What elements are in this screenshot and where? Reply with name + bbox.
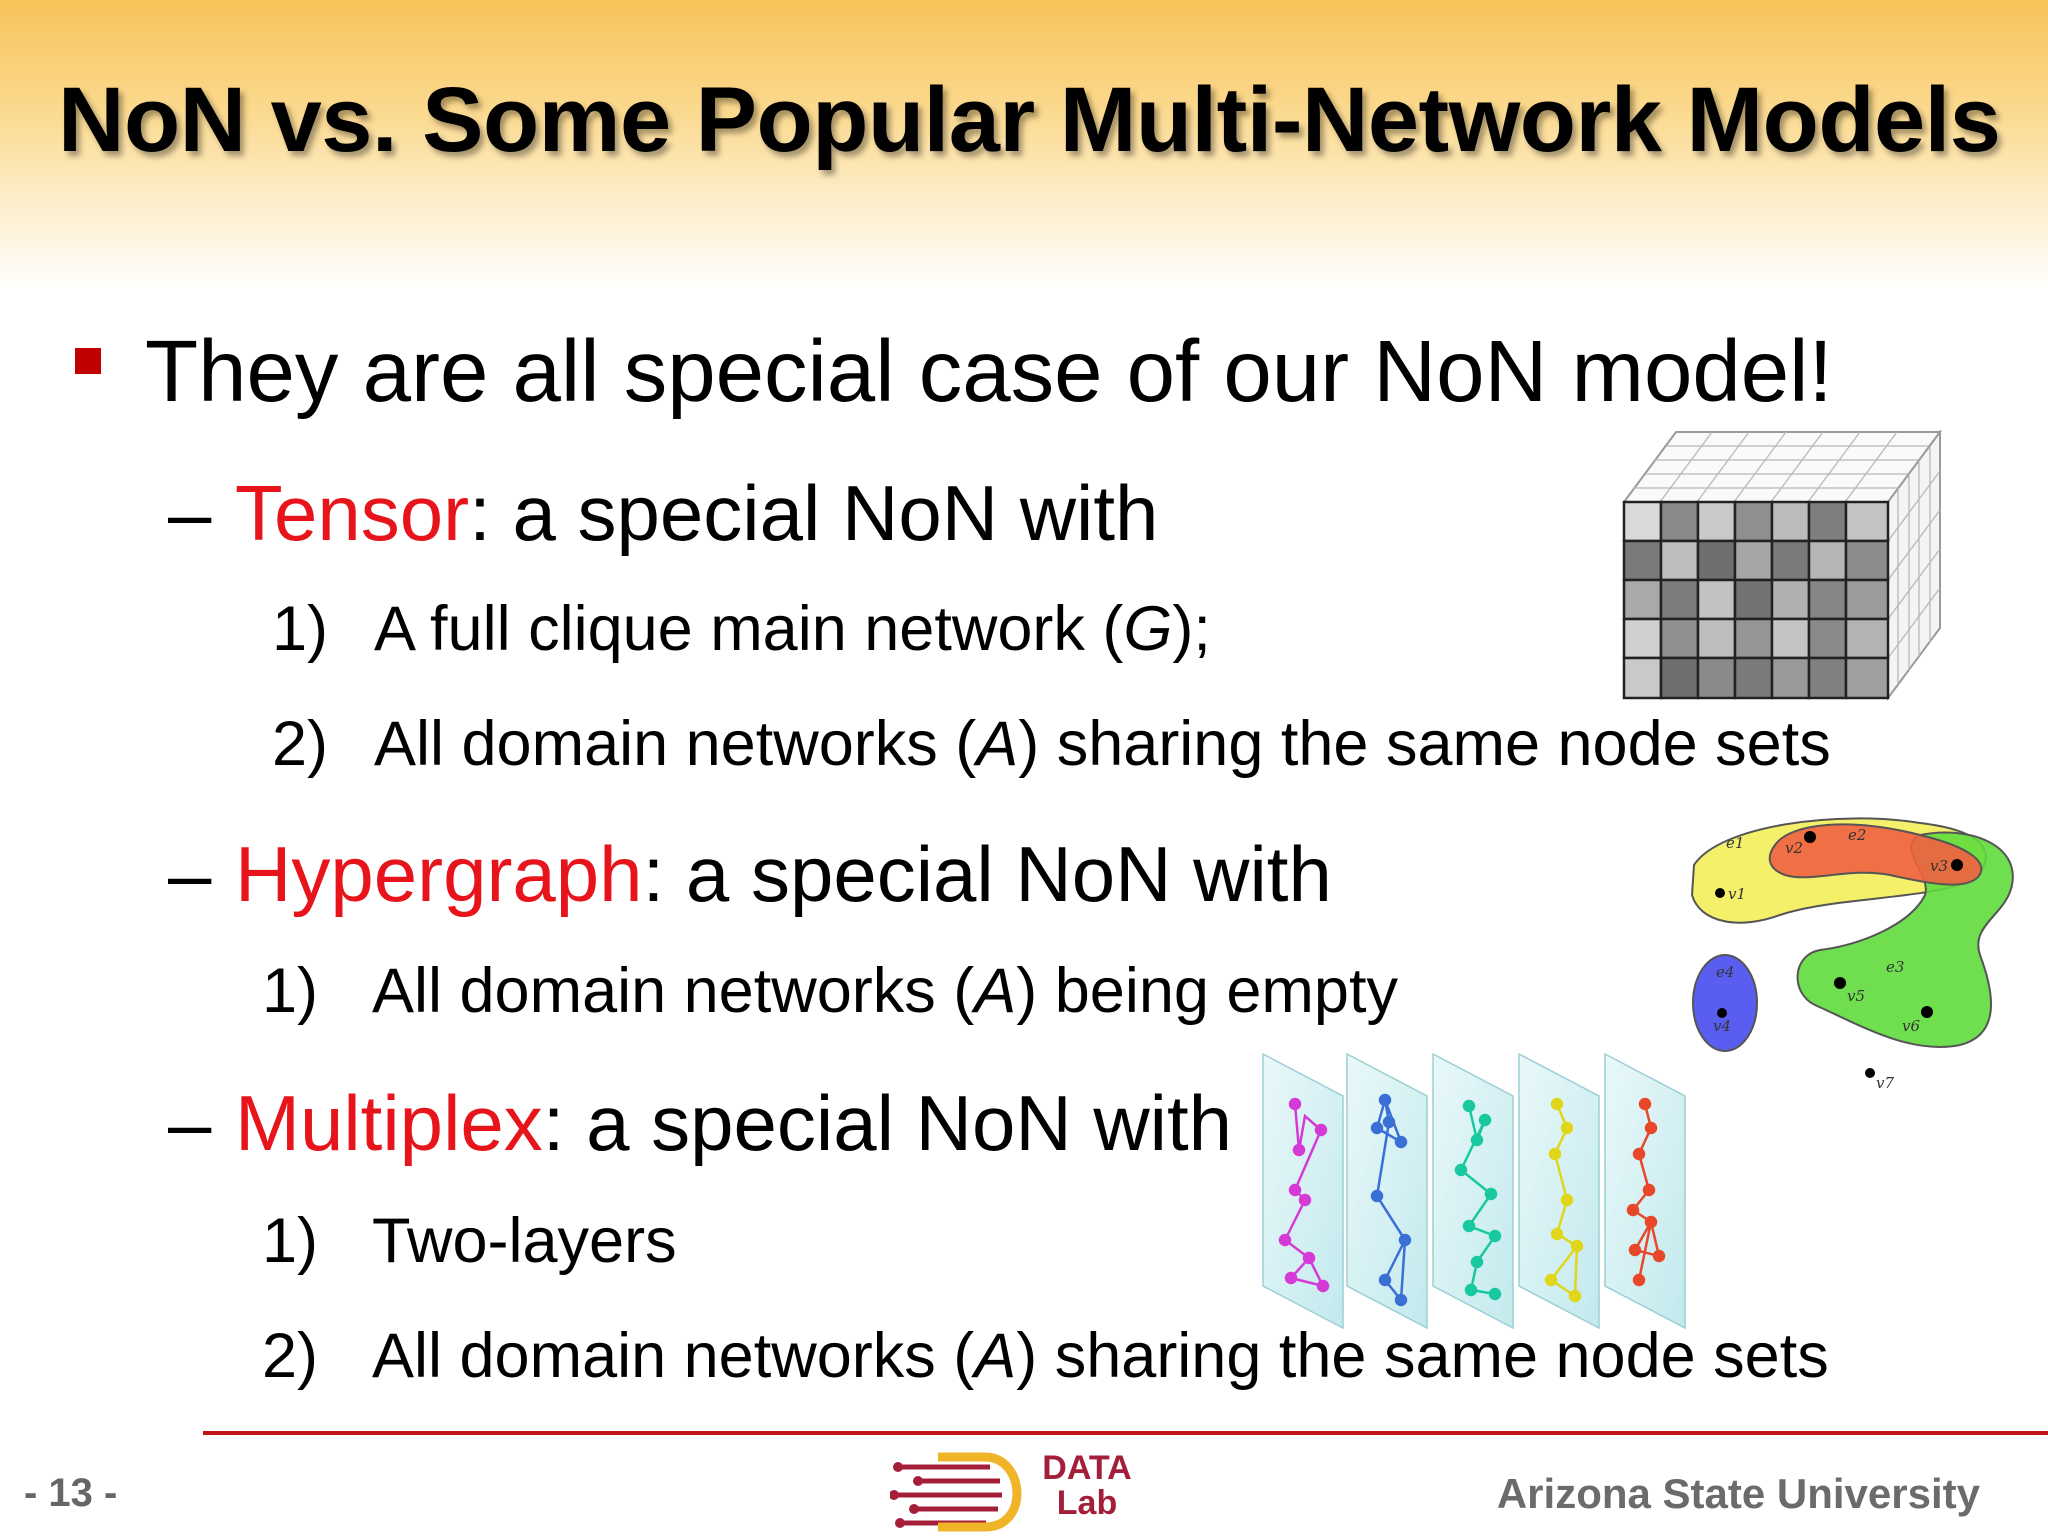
hypergraph-icon: e1 e2 e3 e4 v1 v2 v3 v4 v5 v6 v7 <box>1690 817 2014 1092</box>
edge-label-e4: e4 <box>1716 963 1734 981</box>
hypergraph-heading: –Hypergraph: a special NoN with <box>168 829 1332 920</box>
edge-label-e1: e1 <box>1726 834 1744 852</box>
multiplex-layers-icon <box>1262 1052 1686 1330</box>
footer-divider <box>203 1431 2048 1435</box>
edge-label-e2: e2 <box>1848 826 1866 844</box>
multiplex-heading: –Multiplex: a special NoN with <box>168 1078 1232 1169</box>
square-bullet-icon <box>75 348 101 374</box>
tensor-rest: : a special NoN with <box>469 469 1159 557</box>
node-label-v5: v5 <box>1847 987 1865 1005</box>
tensor-item-2: 2)All domain networks (A) sharing the sa… <box>272 709 1831 779</box>
dash: – <box>168 830 212 918</box>
hypergraph-rest: : a special NoN with <box>642 830 1332 918</box>
node-label-v3: v3 <box>1930 857 1948 875</box>
main-bullet-text: They are all special case of our NoN mod… <box>145 323 1833 420</box>
multiplex-keyword: Multiplex <box>235 1079 543 1167</box>
tensor-keyword: Tensor <box>235 469 470 557</box>
edge-label-e3: e3 <box>1886 958 1904 976</box>
multiplex-item-1: 1)Two-layers <box>262 1206 677 1276</box>
slide-title: NoN vs. Some Popular Multi-Network Model… <box>58 69 2001 171</box>
page-number: - 13 - <box>24 1471 118 1515</box>
dash: – <box>168 469 212 557</box>
node-label-v4: v4 <box>1713 1017 1731 1035</box>
institution-name: Arizona State University <box>1496 1470 1980 1517</box>
tensor-item-1: 1)A full clique main network (G); <box>272 594 1211 664</box>
hypergraph-item-1: 1)All domain networks (A) being empty <box>262 956 1398 1026</box>
hypergraph-keyword: Hypergraph <box>235 830 643 918</box>
logo-text: DATA Lab <box>1042 1449 1132 1522</box>
node-label-v1: v1 <box>1728 885 1746 903</box>
dash: – <box>168 1079 212 1167</box>
data-lab-logo-icon <box>890 1452 1022 1532</box>
multiplex-rest: : a special NoN with <box>542 1079 1233 1167</box>
multiplex-item-2: 2)All domain networks (A) sharing the sa… <box>262 1321 1829 1391</box>
tensor-cube-icon <box>1622 430 1942 702</box>
node-label-v7: v7 <box>1876 1074 1894 1092</box>
node-label-v6: v6 <box>1902 1017 1920 1035</box>
tensor-heading: –Tensor: a special NoN with <box>168 468 1158 559</box>
title-band <box>0 0 2048 290</box>
node-label-v2: v2 <box>1785 839 1803 857</box>
